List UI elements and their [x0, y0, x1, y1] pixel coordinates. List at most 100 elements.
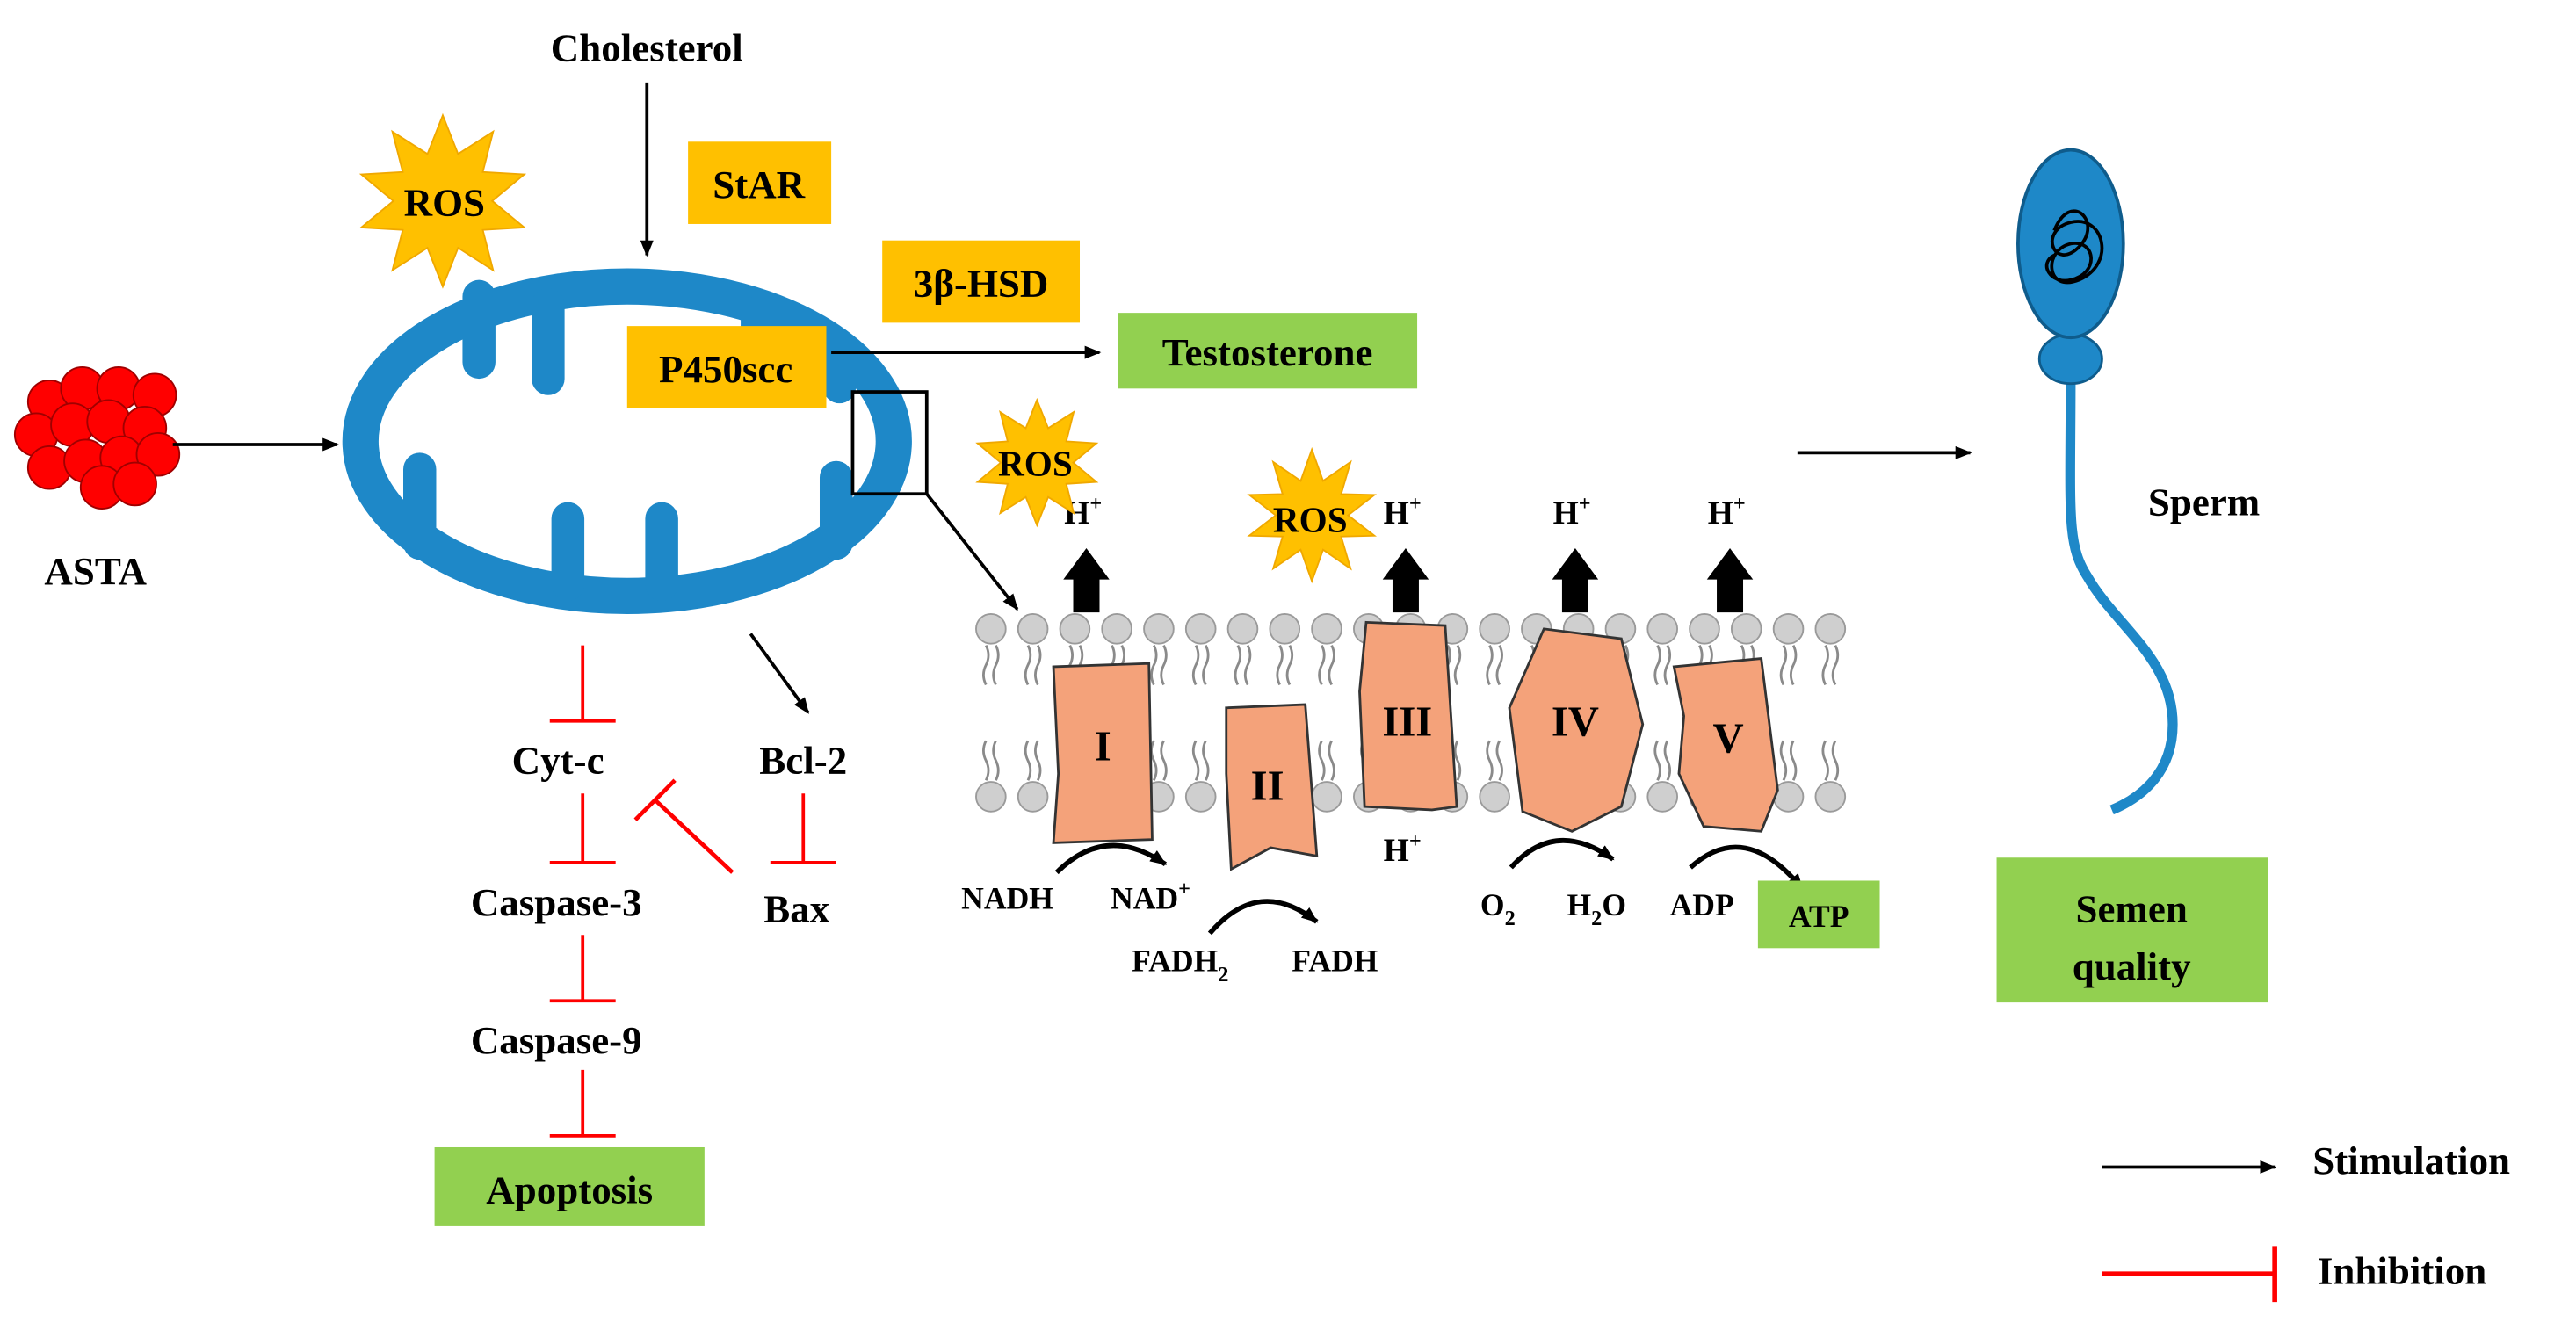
ros-burst-icon-3: [1247, 446, 1378, 584]
lipid-head-top: [1814, 613, 1847, 645]
adp-label: ADP: [1670, 887, 1734, 922]
o2-reaction-arrow: [1509, 838, 1615, 870]
lipid-tail-bottom: [1779, 739, 1798, 782]
lipid-head-bottom: [1814, 781, 1847, 813]
lipid-head-top: [1269, 613, 1301, 645]
proton-arrow-iii: [1382, 548, 1429, 613]
atp-box: [1757, 880, 1880, 949]
complex-iii-label: III: [1382, 698, 1432, 746]
lipid-head-top: [1226, 613, 1259, 645]
sperm-label: Sperm: [2148, 481, 2260, 524]
lipid-tail-bottom: [1318, 739, 1335, 782]
apoptosis-box: [434, 1146, 705, 1226]
bcl2-label: Bcl-2: [759, 739, 847, 783]
lipid-tail-top: [1653, 644, 1672, 686]
legend-inhibition-label: Inhibition: [2318, 1248, 2486, 1292]
lipid-head-top: [1479, 613, 1510, 645]
lipid-head-bottom: [1184, 781, 1217, 813]
fadh2-reaction-arrow: [1207, 899, 1319, 936]
lipid-tail-top: [1024, 644, 1042, 686]
h-plus-iv: H+: [1553, 492, 1591, 531]
lipid-tail-bottom: [1821, 739, 1840, 782]
lipid-tail-top: [1276, 644, 1294, 686]
lipid-tail-top: [1486, 644, 1503, 686]
star-box: [688, 141, 832, 224]
inhibit-bcl2-bax: [770, 793, 836, 864]
complex-v-shape: [1672, 657, 1779, 833]
legend-stimulation-label: Stimulation: [2312, 1139, 2510, 1182]
proton-arrow-i: [1063, 548, 1110, 613]
lipid-head-top: [975, 613, 1007, 645]
caspase9-label: Caspase-9: [471, 1018, 642, 1062]
p450scc-box: [626, 326, 827, 408]
legend: Stimulation Inhibition: [2102, 1139, 2510, 1303]
p450scc-label: P450scc: [659, 347, 792, 391]
lipid-head-bottom: [975, 781, 1007, 813]
ros-label-2: ROS: [998, 444, 1073, 484]
lipid-head-top: [1689, 613, 1720, 645]
lipid-tail-top: [1191, 644, 1210, 686]
asta-label: ASTA: [44, 549, 147, 593]
inhibit-caspase3-caspase9: [549, 935, 616, 1003]
sperm-cell-icon: [2016, 148, 2178, 815]
ros-burst-icon: [358, 112, 527, 289]
lipid-head-top: [1017, 613, 1049, 645]
lipid-head-bottom: [1311, 781, 1342, 813]
star-label: StAR: [713, 163, 805, 206]
inhibit-cytc-caspase3: [549, 793, 616, 864]
zoom-arrow: [925, 493, 1019, 611]
complex-ii-label: II: [1251, 763, 1284, 810]
lipid-head-top: [1772, 613, 1805, 645]
inhibit-bax-cytc: [633, 778, 734, 874]
lipid-head-top: [1311, 613, 1342, 645]
lipid-tail-bottom: [982, 739, 1000, 782]
apoptosis-label: Apoptosis: [486, 1168, 653, 1212]
adp-reaction-arrow: [1689, 844, 1805, 891]
h-plus-v: H+: [1708, 492, 1746, 531]
complex-iv-label: IV: [1552, 698, 1599, 746]
complex-iii-shape: [1358, 620, 1458, 812]
complex-iv-shape: [1508, 627, 1645, 833]
caspase3-label: Caspase-3: [471, 880, 642, 924]
lipid-head-top: [1059, 613, 1091, 645]
h-plus-matrix: H+: [1384, 829, 1422, 869]
complex-i-shape: [1052, 662, 1154, 844]
h2o-label: H2O: [1567, 887, 1627, 930]
complex-v-label: V: [1713, 714, 1744, 762]
lipid-tail-top: [1234, 644, 1252, 686]
hsd-label: 3β-HSD: [914, 261, 1049, 305]
lipid-head-bottom: [1646, 781, 1679, 813]
hsd-box: [882, 240, 1081, 323]
lipid-tail-top: [1779, 644, 1798, 686]
bcl2-arrow: [749, 633, 810, 714]
testosterone-label: Testosterone: [1162, 330, 1373, 374]
cholesterol-label: Cholesterol: [551, 25, 743, 69]
lipid-tail-bottom: [1150, 739, 1168, 782]
testosterone-box: [1118, 313, 1418, 389]
atp-label: ATP: [1789, 899, 1849, 934]
lipid-tail-top: [1150, 644, 1168, 686]
lipid-head-top: [1184, 613, 1217, 645]
lipid-head-top: [1143, 613, 1175, 645]
mitochondrion-icon: [342, 268, 912, 614]
zoom-box: [850, 390, 929, 496]
lipid-head-top: [1646, 613, 1679, 645]
lipid-tail-bottom: [1191, 739, 1210, 782]
lipid-head-top: [1101, 613, 1132, 645]
fadh2-label: FADH2: [1132, 943, 1228, 987]
semen-quality-line1: Semen: [2075, 886, 2187, 930]
complex-i-label: I: [1095, 723, 1111, 770]
proton-arrow-v: [1706, 548, 1754, 613]
ros-burst-icon-2: [975, 397, 1099, 528]
lipid-tail-top: [1318, 644, 1335, 686]
h-plus-iii: H+: [1384, 492, 1422, 531]
nad-plus-label: NAD+: [1111, 877, 1190, 915]
lipid-tail-top: [1821, 644, 1840, 686]
ros-label-3: ROS: [1273, 499, 1348, 539]
complex-ii-shape: [1225, 703, 1319, 871]
lipid-tail-bottom: [1024, 739, 1042, 782]
ros-label-1: ROS: [404, 181, 485, 225]
fadh-label: FADH: [1292, 943, 1378, 979]
